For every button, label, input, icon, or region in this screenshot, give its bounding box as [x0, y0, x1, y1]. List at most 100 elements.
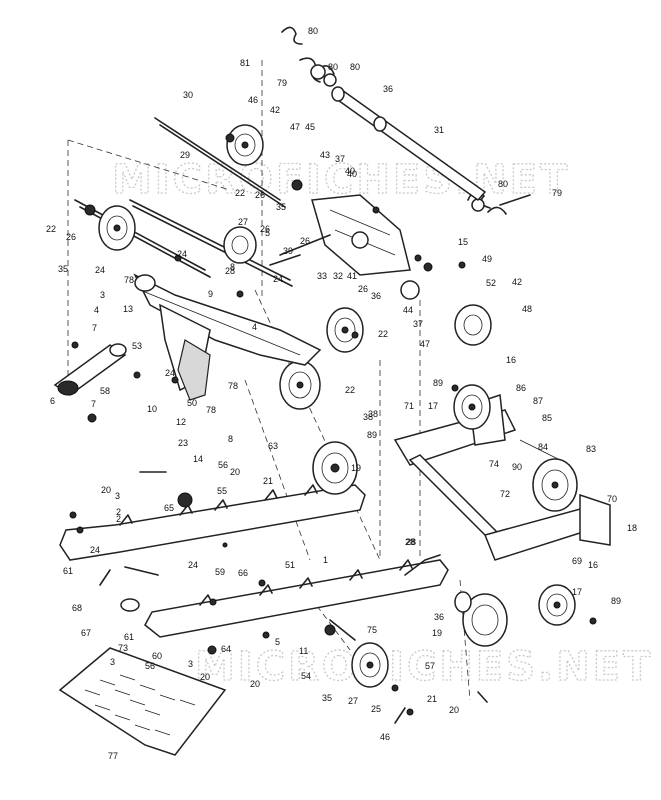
callout-label: 27 [348, 696, 358, 706]
callout-label: 59 [215, 567, 225, 577]
callout-label: 24 [90, 545, 100, 555]
callout-label: 68 [72, 603, 82, 613]
callout-label: 4 [252, 322, 257, 332]
callout-label: 38 [363, 412, 373, 422]
callout-label: 20 [250, 679, 260, 689]
callout-label: 29 [180, 150, 190, 160]
callout-label: 78 [228, 381, 238, 391]
callout-label: 30 [183, 90, 193, 100]
callout-label: 4 [94, 305, 99, 315]
callout-label: 24 [165, 368, 175, 378]
callout-label: 35 [276, 202, 286, 212]
callout-label: 47 [290, 122, 300, 132]
callout-label: 66 [238, 568, 248, 578]
callout-label: 19 [351, 463, 361, 473]
callout-label: 61 [124, 632, 134, 642]
callout-label: 19 [432, 628, 442, 638]
callout-label: 86 [516, 383, 526, 393]
callout-label: 89 [367, 430, 377, 440]
callout-label: 22 [46, 224, 56, 234]
callout-label: 84 [538, 442, 548, 452]
callout-label: 20 [101, 485, 111, 495]
callout-label: 21 [263, 476, 273, 486]
callout-label: 26 [255, 190, 265, 200]
callout-label: 75 [367, 625, 377, 635]
callout-label: 37 [413, 319, 423, 329]
callout-label: 90 [512, 462, 522, 472]
callout-label: 16 [588, 560, 598, 570]
upper-pivot-arm [269, 194, 420, 300]
callout-label: 22 [378, 329, 388, 339]
callout-label: 22 [345, 385, 355, 395]
watermark-bottom: MICROFICHES.NET [195, 644, 653, 690]
callout-label: 40 [347, 169, 357, 179]
callout-label: 80 [328, 62, 338, 72]
callout-label: 80 [498, 179, 508, 189]
callout-label: 7 [92, 323, 97, 333]
callout-label: 2 [116, 507, 121, 517]
callout-label: 73 [118, 643, 128, 653]
callout-label: 67 [81, 628, 91, 638]
callout-label: 31 [434, 125, 444, 135]
callout-label: 5 [265, 228, 270, 238]
callout-label: 12 [176, 417, 186, 427]
callout-label: 79 [552, 188, 562, 198]
callout-label: 65 [164, 503, 174, 513]
rear-idler-wheels [312, 384, 578, 688]
callout-label: 61 [63, 566, 73, 576]
callout-label: 50 [187, 398, 197, 408]
callout-label: 27 [238, 217, 248, 227]
callout-label: 16 [506, 355, 516, 365]
callout-label: 41 [347, 271, 357, 281]
skid-plate [58, 647, 227, 756]
upper-cross-shaft [331, 86, 487, 202]
callout-label: 37 [335, 154, 345, 164]
callout-label: 10 [147, 404, 157, 414]
callout-label: 21 [427, 694, 437, 704]
callout-label: 85 [542, 413, 552, 423]
callout-label: 36 [383, 84, 393, 94]
callout-label: 13 [123, 304, 133, 314]
callout-label: 33 [317, 271, 327, 281]
callout-label: 89 [611, 596, 621, 606]
callout-label: 26 [358, 284, 368, 294]
callout-label: 56 [218, 460, 228, 470]
callout-label: 57 [425, 661, 435, 671]
callout-label: 24 [273, 274, 283, 284]
callout-label: 48 [522, 304, 532, 314]
callout-label: 64 [221, 644, 231, 654]
callout-label: 49 [482, 254, 492, 264]
callout-label: 53 [132, 341, 142, 351]
callout-label: 60 [152, 651, 162, 661]
callout-label: 83 [586, 444, 596, 454]
callout-label: 51 [285, 560, 295, 570]
callout-label: 24 [188, 560, 198, 570]
callout-label: 23 [178, 438, 188, 448]
callout-label: 42 [270, 105, 280, 115]
callout-label: 28 [406, 537, 416, 547]
callout-label: 72 [500, 489, 510, 499]
callout-label: 3 [100, 290, 105, 300]
callout-label: 87 [533, 396, 543, 406]
callout-label: 35 [58, 264, 68, 274]
callout-label: 36 [434, 612, 444, 622]
callout-label: 2 [116, 514, 121, 524]
callout-label: 5 [275, 637, 280, 647]
callout-label: 9 [208, 289, 213, 299]
callout-label: 80 [350, 62, 360, 72]
callout-label: 8 [230, 262, 235, 272]
callout-label: 89 [433, 378, 443, 388]
callout-label: 3 [115, 491, 120, 501]
callout-label: 40 [345, 166, 355, 176]
watermark-top: MICROFICHES.NET [112, 157, 570, 203]
callout-label: 6 [50, 396, 55, 406]
fasteners [69, 133, 597, 724]
callout-label: 55 [217, 486, 227, 496]
callout-label: 44 [403, 305, 413, 315]
callout-label: 47 [420, 339, 430, 349]
callout-label: 17 [572, 587, 582, 597]
callout-label: 8 [228, 434, 233, 444]
upper-idler-wheels [98, 124, 492, 410]
